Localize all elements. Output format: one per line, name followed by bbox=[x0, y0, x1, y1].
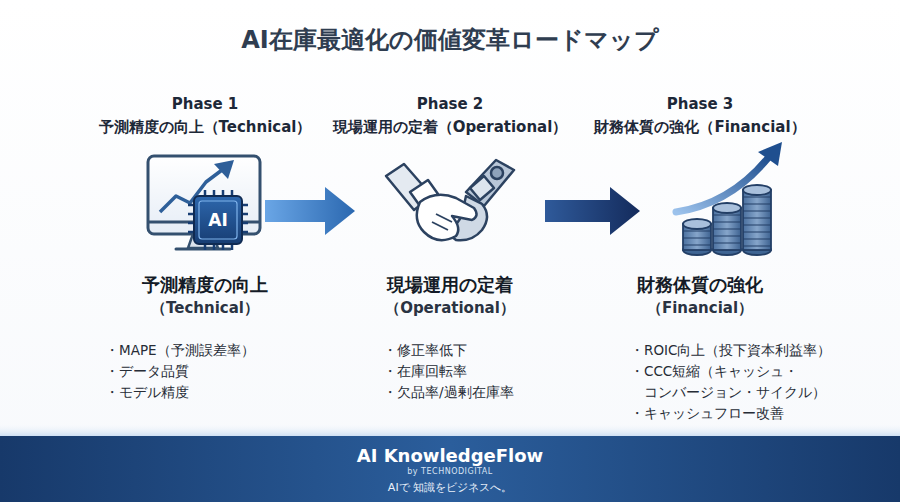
coin-top bbox=[713, 203, 741, 213]
phase-label: Phase 3 bbox=[570, 94, 830, 114]
kpi-bullet: ・MAPE（予測誤差率） bbox=[105, 340, 330, 361]
brand-name: AI KnowledgeFlow bbox=[0, 445, 900, 467]
kpi-bullet: ・修正率低下 bbox=[383, 340, 608, 361]
stage-heading: 財務体質の強化 bbox=[570, 273, 830, 297]
kpi-bullet: ・ROIC向上（投下資本利益率） bbox=[630, 340, 855, 361]
coin-top bbox=[743, 185, 771, 195]
coin-top bbox=[683, 219, 711, 229]
robot-wrist bbox=[470, 176, 494, 200]
stage-heading: 予測精度の向上 bbox=[75, 273, 335, 297]
phase-title: 予測精度の向上（Technical） bbox=[75, 116, 335, 138]
connector-layer bbox=[265, 187, 640, 235]
flow-arrow bbox=[545, 187, 640, 235]
coin-stack bbox=[743, 190, 771, 250]
trend-arrowhead bbox=[214, 160, 234, 179]
kpi-bullet: ・モデル精度 bbox=[105, 382, 330, 403]
phase-title: 現場運用の定着（Operational） bbox=[320, 116, 580, 138]
brand-tagline: AIで 知識をビジネスへ。 bbox=[0, 480, 900, 496]
stage-subheading: （Financial） bbox=[570, 297, 830, 319]
flow-arrow bbox=[265, 187, 355, 235]
phase-label: Phase 2 bbox=[320, 94, 580, 114]
coin-lines bbox=[743, 197, 771, 246]
ai-chip bbox=[194, 196, 242, 244]
phase-title: 財務体質の強化（Financial） bbox=[570, 116, 830, 138]
kpi-bullet: ・データ品質 bbox=[105, 361, 330, 382]
chip-label: AI bbox=[194, 207, 242, 233]
stage-subheading: （Operational） bbox=[320, 297, 580, 319]
bullet-list: ・ROIC向上（投下資本利益率）・CCC短縮（キャッシュ・ コンバージョン・サイ… bbox=[630, 340, 855, 424]
stage-heading: 現場運用の定着 bbox=[320, 273, 580, 297]
phase-column: Phase 2現場運用の定着（Operational）現場運用の定着（Opera… bbox=[355, 92, 545, 427]
coin-lines bbox=[683, 231, 711, 245]
kpi-bullet: ・欠品率/過剰在庫率 bbox=[383, 382, 608, 403]
kpi-bullet: ・在庫回転率 bbox=[383, 361, 608, 382]
phase-column: Phase 3財務体質の強化（Financial）財務体質の強化（Financi… bbox=[640, 92, 800, 427]
phase-column: Phase 1予測精度の向上（Technical）予測精度の向上（Technic… bbox=[100, 92, 265, 427]
robot-joint bbox=[491, 167, 503, 179]
kpi-bullet: ・CCC短縮（キャッシュ・ コンバージョン・サイクル） bbox=[630, 361, 855, 403]
growth-arrowhead bbox=[758, 142, 782, 166]
footer-glow bbox=[0, 422, 900, 436]
finger-lines bbox=[432, 214, 452, 230]
coin-lines bbox=[713, 215, 741, 243]
chip-pins bbox=[188, 190, 248, 250]
bullet-list: ・MAPE（予測誤差率）・データ品質・モデル精度 bbox=[105, 340, 330, 403]
coin-stack bbox=[713, 208, 741, 250]
diagram-title: AI在庫最適化の価値変革ロードマップ bbox=[0, 24, 900, 56]
brand-byline: by TECHNODIGITAL bbox=[0, 467, 900, 477]
growth-arrow bbox=[676, 158, 768, 212]
footer-band: AI KnowledgeFlowby TECHNODIGITAL AIで 知識をビ… bbox=[0, 436, 900, 502]
kpi-bullet: ・キャッシュフロー改善 bbox=[630, 403, 855, 424]
handshake-icon bbox=[386, 160, 514, 240]
monitor-icon bbox=[148, 156, 260, 250]
phase-label: Phase 1 bbox=[75, 94, 335, 114]
human-hand bbox=[417, 195, 477, 240]
bullet-list: ・修正率低下・在庫回転率・欠品率/過剰在庫率 bbox=[383, 340, 608, 403]
stage-subheading: （Technical） bbox=[75, 297, 335, 319]
